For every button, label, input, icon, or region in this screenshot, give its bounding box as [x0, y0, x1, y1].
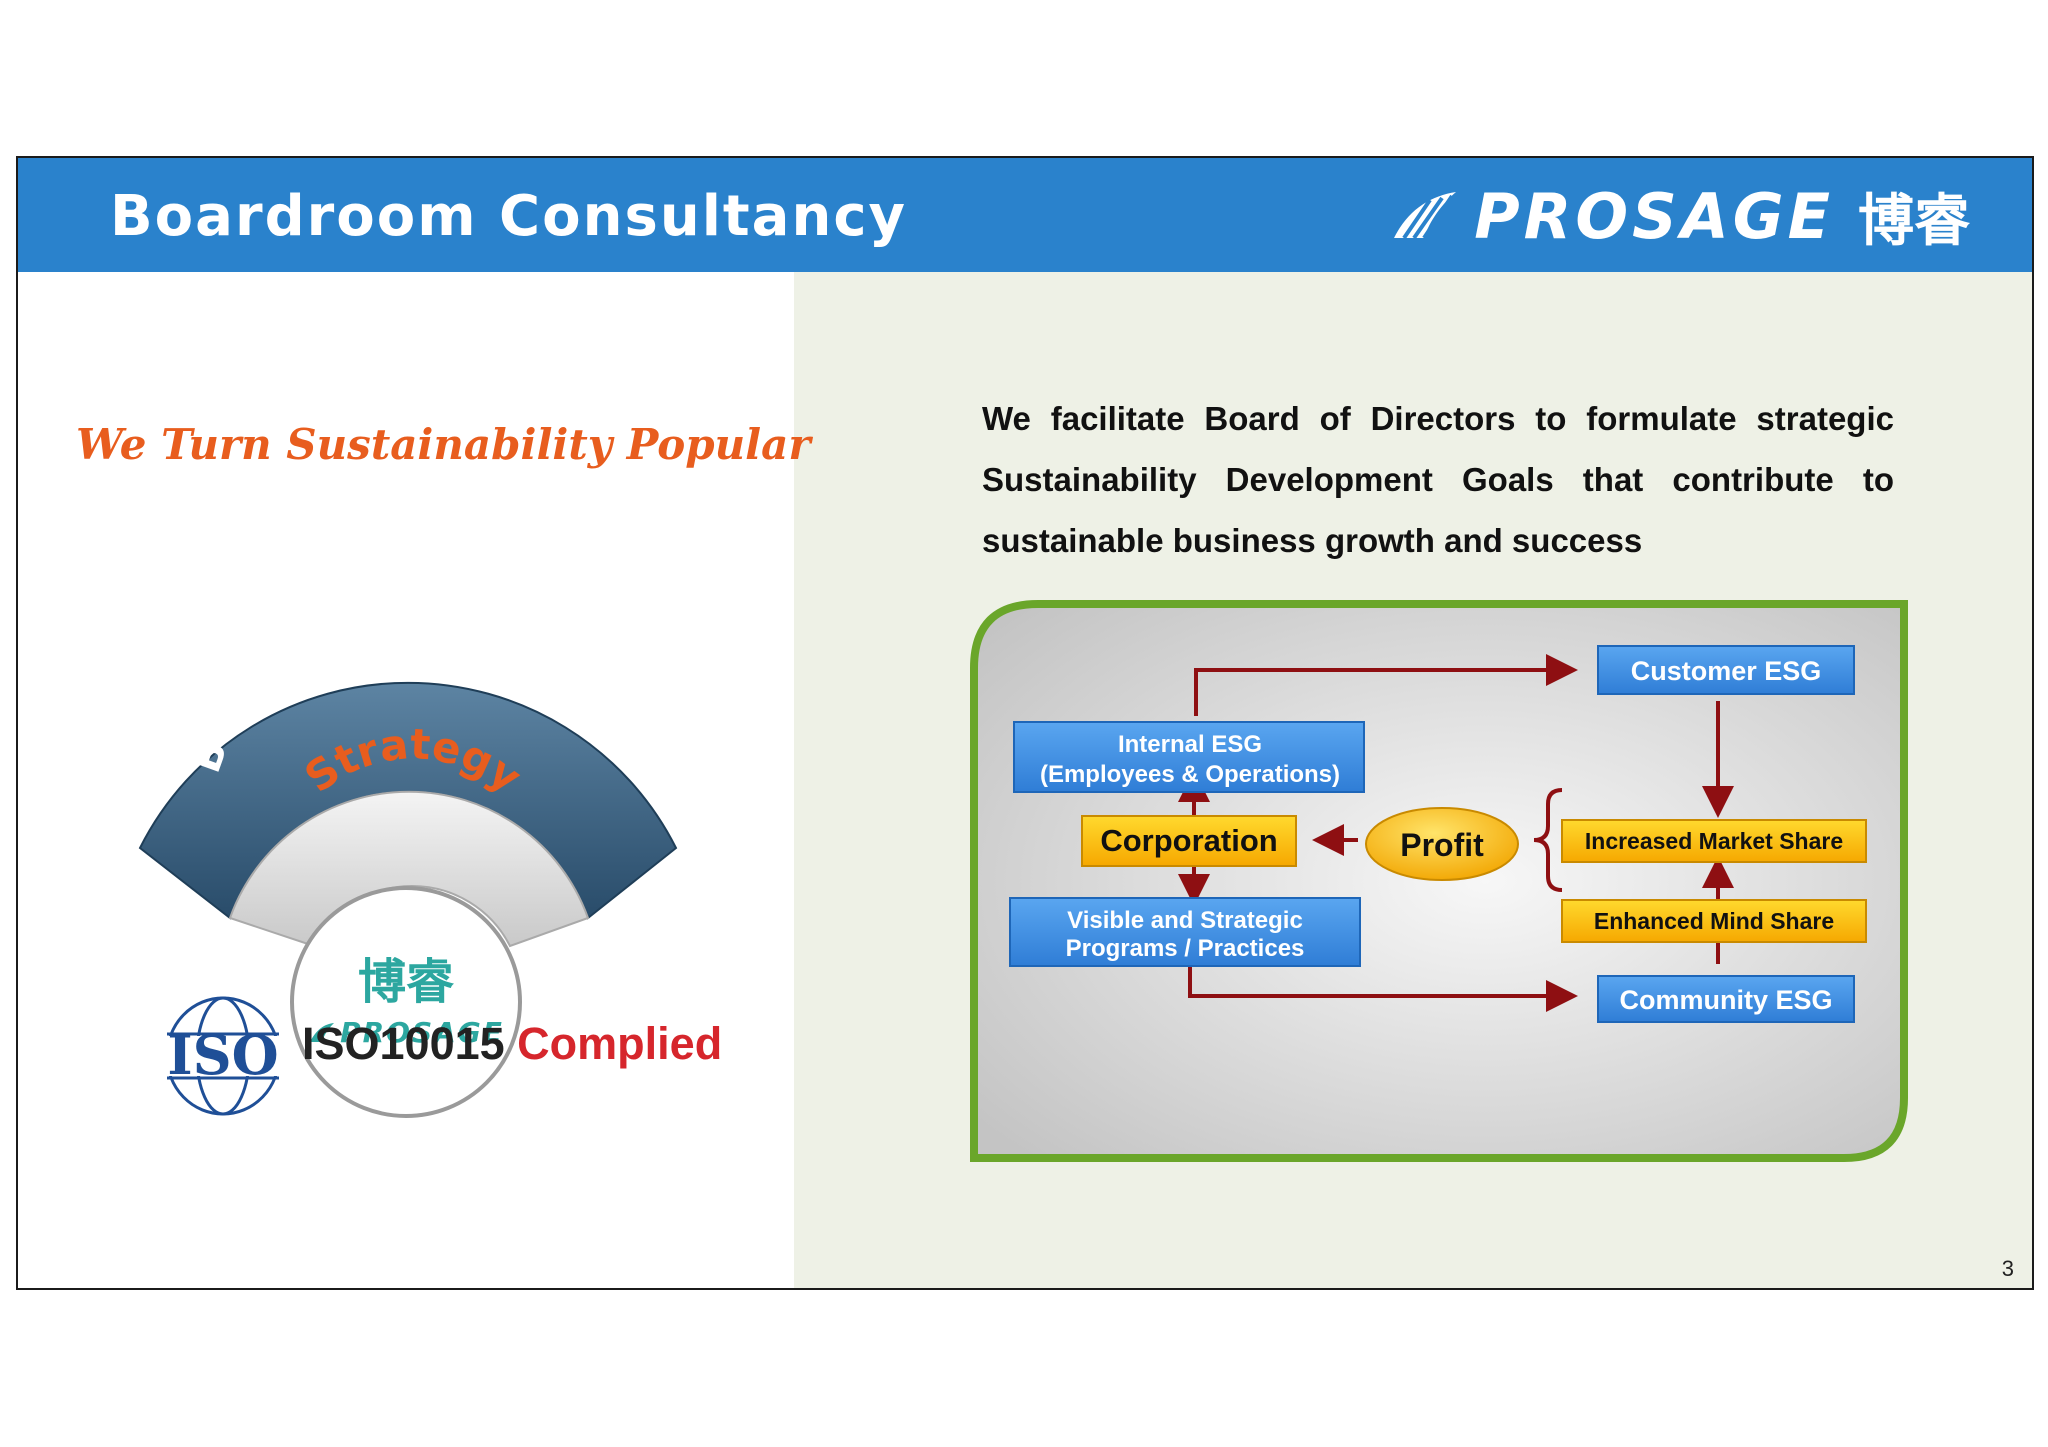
tagline: We Turn Sustainability Popular	[76, 420, 811, 469]
leaf-icon	[1394, 192, 1457, 240]
mind-share-box	[1561, 899, 1867, 943]
market-share-label: Increased Market Share	[1585, 828, 1843, 854]
brace	[1533, 788, 1563, 892]
arrow-visible-to-community	[1188, 960, 1578, 1012]
page-number: 3	[2001, 1256, 2014, 1281]
center-wordmark: PROSAGE	[340, 1016, 504, 1049]
customer-esg-label: Customer ESG	[1631, 656, 1822, 686]
customer-esg-box	[1597, 645, 1855, 695]
iso-logo-text: ISO	[167, 1023, 278, 1087]
community-esg-label: Community ESG	[1619, 985, 1832, 1015]
esg-diagram: Customer ESG Internal ESG (Employees & O…	[970, 600, 1908, 1162]
profit-ellipse	[1365, 807, 1519, 881]
leaf-icon	[310, 1022, 335, 1042]
fan-graphic: Boardroom Consultancy Strategy	[138, 572, 678, 948]
internal-esg-box	[1013, 721, 1365, 793]
mind-share-label: Enhanced Mind Share	[1594, 908, 1834, 934]
visible-programs-box	[1009, 897, 1361, 967]
arrow-internal-to-customer	[1194, 654, 1578, 716]
center-logo: PROSAGE	[294, 1016, 518, 1049]
iso-logo-icon: ISO	[152, 996, 294, 1116]
slide-title: Boardroom Consultancy	[110, 184, 908, 249]
center-circle: 博睿 PROSAGE	[290, 886, 522, 1118]
internal-esg-line2: (Employees & Operations)	[1040, 761, 1340, 788]
logo-wordmark: PROSAGE	[1474, 179, 1834, 253]
corporation-box	[1081, 815, 1297, 867]
description: We facilitate Board of Directors to form…	[982, 400, 1894, 559]
visible-programs-line1: Visible and Strategic	[1067, 907, 1303, 934]
iso-label: ISO10015	[302, 1018, 505, 1069]
prosage-logo: PROSAGE 博睿	[1390, 180, 1970, 254]
center-cjk: 博睿	[357, 954, 454, 1010]
community-esg-box	[1597, 975, 1855, 1023]
market-share-box	[1561, 819, 1867, 863]
visible-programs-line2: Programs / Practices	[1066, 935, 1305, 962]
header-banner: Boardroom Consultancy PROSAGE 博睿	[18, 158, 2032, 272]
logo-cjk: 博睿	[1858, 188, 1970, 254]
internal-esg-line1: Internal ESG	[1118, 731, 1262, 758]
slide: Boardroom Consultancy PROSAGE 博睿 We Turn…	[16, 156, 2034, 1290]
corporation-label: Corporation	[1100, 823, 1277, 858]
iso-statement: ISO10015 Complied	[302, 1018, 722, 1070]
profit-label: Profit	[1400, 827, 1484, 863]
iso-complied: Complied	[517, 1018, 723, 1069]
